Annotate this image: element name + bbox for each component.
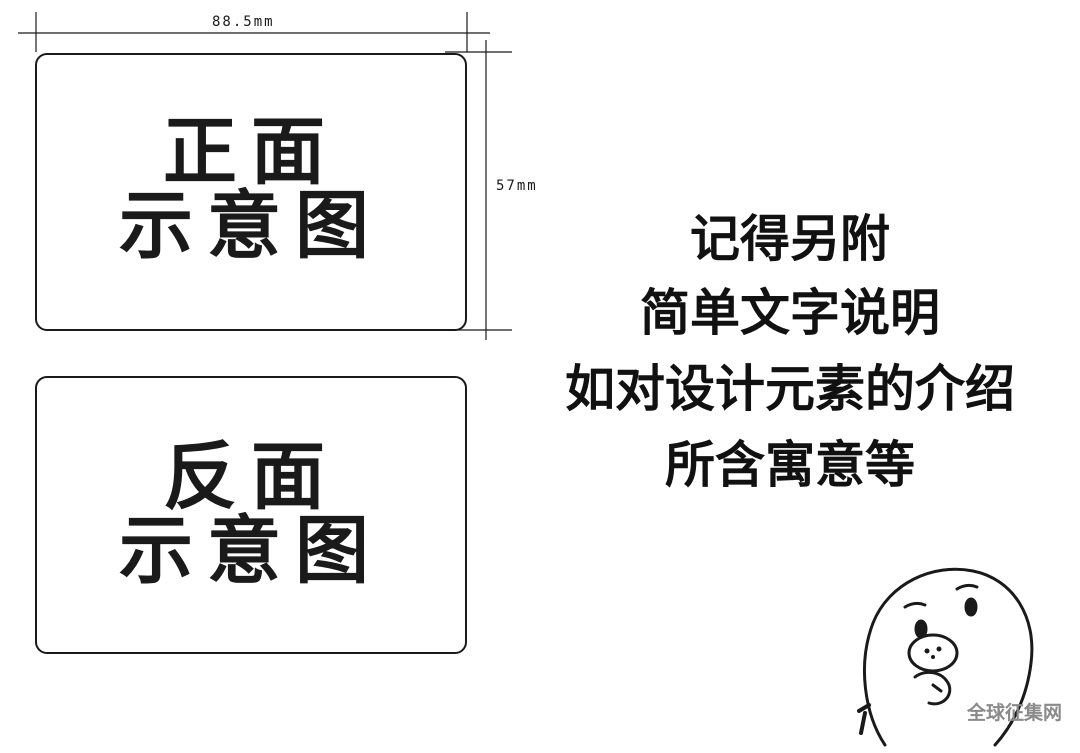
back-card: 反面 示意图 [35,376,467,654]
back-card-subtitle: 示意图 [119,508,383,594]
note-line-1: 记得另附 [690,210,890,268]
front-card: 正面 示意图 [35,53,467,331]
cartoon-blob-character-icon [857,567,1034,747]
note-line-2: 简单文字说明 [640,284,940,342]
note-line-3: 如对设计元素的介绍 [565,360,1015,418]
width-dimension-label: 88.5mm [212,14,275,30]
front-card-title: 正面 [163,109,339,195]
height-dimension-label: 57mm [496,178,538,194]
watermark: 全球征集网 [966,702,1062,724]
note-line-4: 所含寓意等 [665,436,915,494]
back-card-title: 反面 [163,434,339,520]
front-card-subtitle: 示意图 [119,183,383,269]
